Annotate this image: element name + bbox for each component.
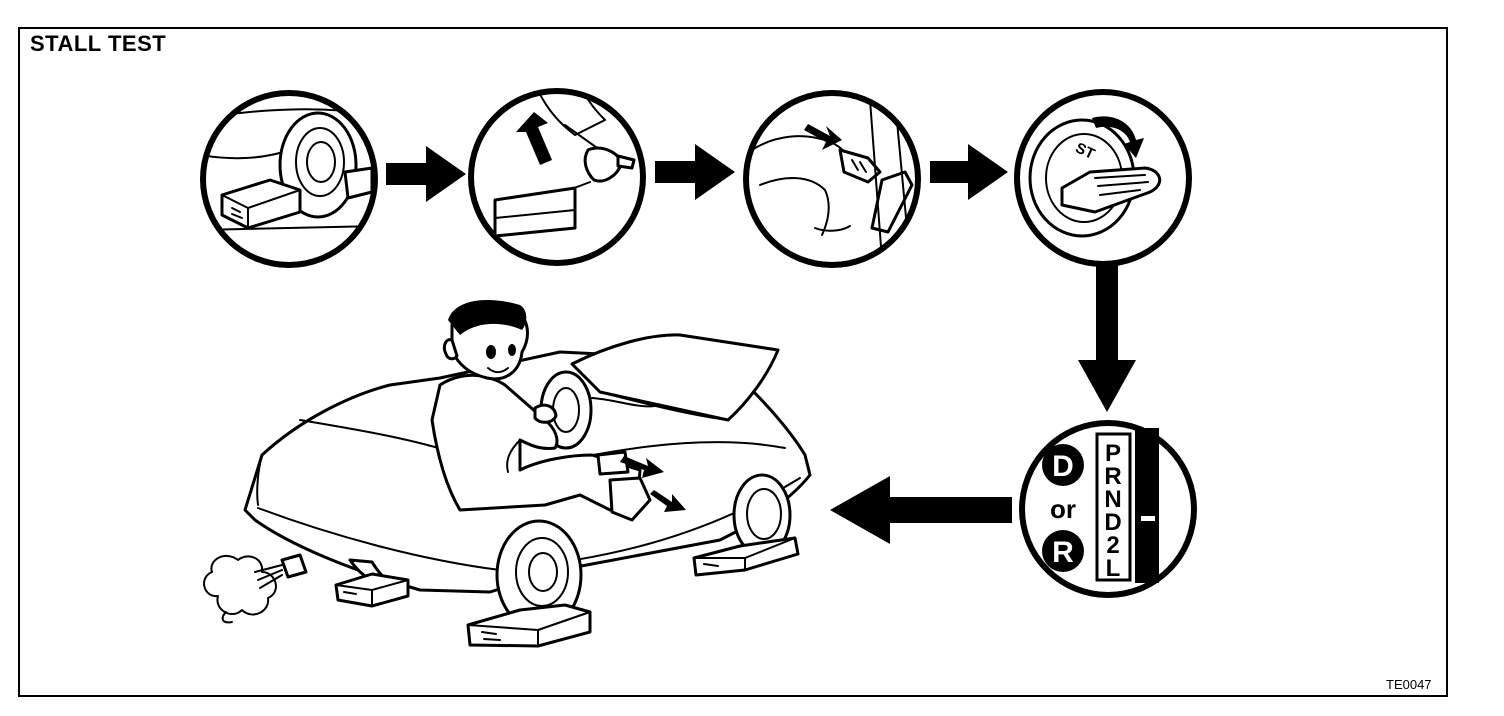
gear-r: R (1104, 463, 1121, 490)
diagram-title: STALL TEST (30, 31, 167, 56)
shift-option-r: R (1052, 536, 1074, 569)
step-ignition-start: ST (1014, 89, 1192, 267)
arrow-brake-press (620, 456, 664, 478)
arrow-right-3 (930, 144, 1008, 200)
shift-option-or: or (1050, 494, 1076, 524)
wheel-rear (732, 473, 792, 557)
driver (430, 299, 652, 522)
arrow-left (830, 476, 1012, 544)
chock-front (466, 603, 592, 648)
gear-2: 2 (1106, 532, 1119, 559)
diagram-frame (18, 27, 1448, 697)
chock-rear-left (334, 572, 410, 608)
gear-d: D (1104, 509, 1121, 536)
driver-hand (533, 403, 558, 424)
arrow-press (804, 124, 842, 150)
badge-d (1042, 444, 1084, 486)
gear-n: N (1104, 486, 1121, 513)
gear-indicator-slot (1135, 428, 1159, 583)
reference-code: TE0047 (1386, 677, 1432, 692)
arrow-turn (1092, 116, 1144, 158)
wheel-front (495, 519, 583, 631)
step-parking-brake (468, 88, 646, 266)
gear-indicator-mark (1141, 516, 1155, 521)
gear-p: P (1105, 440, 1121, 467)
badge-r (1042, 530, 1084, 572)
gear-l: L (1106, 555, 1121, 582)
ignition-label: ST (1073, 139, 1098, 163)
exhaust-smoke (203, 553, 308, 624)
step-wheel-chock (200, 90, 378, 268)
driver-foot (608, 476, 652, 522)
arrow-down (1078, 264, 1136, 412)
step-brake-pedal (743, 90, 921, 268)
chock-rear-right (692, 536, 800, 577)
arrow-right-1 (386, 146, 466, 202)
step-shift-d-or-r: D or R P R N D 2 L (1019, 420, 1197, 598)
shift-option-d: D (1052, 450, 1074, 483)
arrow-throttle-press (650, 490, 686, 512)
trunk-lid (570, 333, 780, 422)
gear-indicator-panel (1095, 432, 1132, 582)
arrow-up (516, 112, 552, 165)
arrow-right-2 (655, 144, 735, 200)
car-scene (203, 299, 812, 648)
